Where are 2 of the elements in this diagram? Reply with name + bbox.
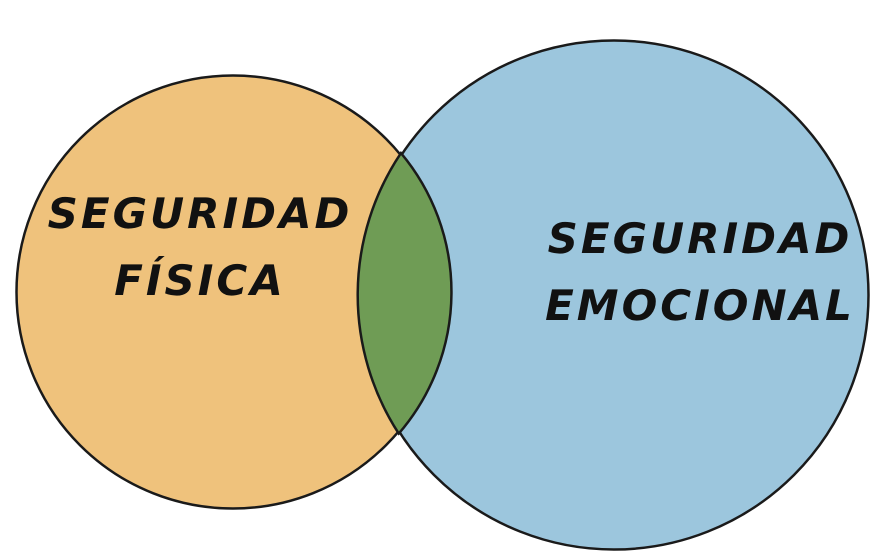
circle-label: SEGURIDAD FÍSICA (46, 188, 354, 308)
circle-label: SEGURIDAD EMOCIONAL (545, 213, 855, 332)
